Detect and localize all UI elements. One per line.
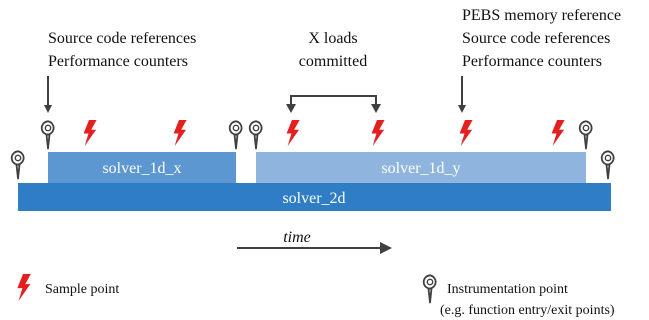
right-annotation-line-1: PEBS memory reference: [462, 7, 621, 24]
solver-1d-x-label: solver_1d_x: [102, 160, 181, 177]
lightning-bolt-icon: [17, 274, 31, 301]
left-annotation-line-1: Source code references: [48, 30, 196, 47]
left-annotation-line-2: Performance counters: [48, 53, 188, 70]
map-pin-icon: [228, 120, 243, 150]
lightning-bolt-icon: [173, 120, 187, 146]
lightning-bolt-icon: [459, 120, 473, 146]
map-pin-icon: [578, 120, 593, 150]
loads-bracket-arrowhead-right: [371, 104, 381, 113]
solver-2d-bar: [18, 183, 611, 211]
solver-1d-x-bar: [48, 152, 236, 183]
map-pin-icon: [10, 150, 25, 180]
right-annotation-line-3: Performance counters: [462, 53, 602, 70]
lightning-bolt-icon: [83, 120, 97, 146]
map-pin-icon: [248, 120, 263, 150]
solver-1d-y-label: solver_1d_y: [381, 160, 460, 177]
solver-2d-label: solver_2d: [282, 190, 345, 207]
time-arrow-head: [380, 242, 392, 254]
lightning-bolt-icon: [286, 120, 300, 146]
legend-instrumentation-label: Instrumentation point: [447, 282, 568, 297]
lightning-bolt-icon: [371, 120, 385, 146]
map-pin-icon: [422, 274, 437, 304]
lightning-bolt-icon: [551, 120, 565, 146]
map-pin-icon: [600, 150, 615, 180]
middle-annotation-line-1: X loads: [308, 30, 357, 47]
loads-bracket-arrowhead-left: [286, 104, 296, 113]
middle-annotation-line-2: committed: [299, 53, 367, 70]
right-annotation-line-2: Source code references: [462, 30, 610, 47]
solver-1d-y-bar: [256, 152, 586, 183]
map-pin-icon: [40, 120, 55, 150]
legend-sample-label: Sample point: [45, 282, 119, 297]
time-label: time: [283, 229, 311, 246]
legend-instrumentation-note: (e.g. function entry/exit points): [440, 303, 615, 318]
loads-bracket: [290, 95, 377, 111]
